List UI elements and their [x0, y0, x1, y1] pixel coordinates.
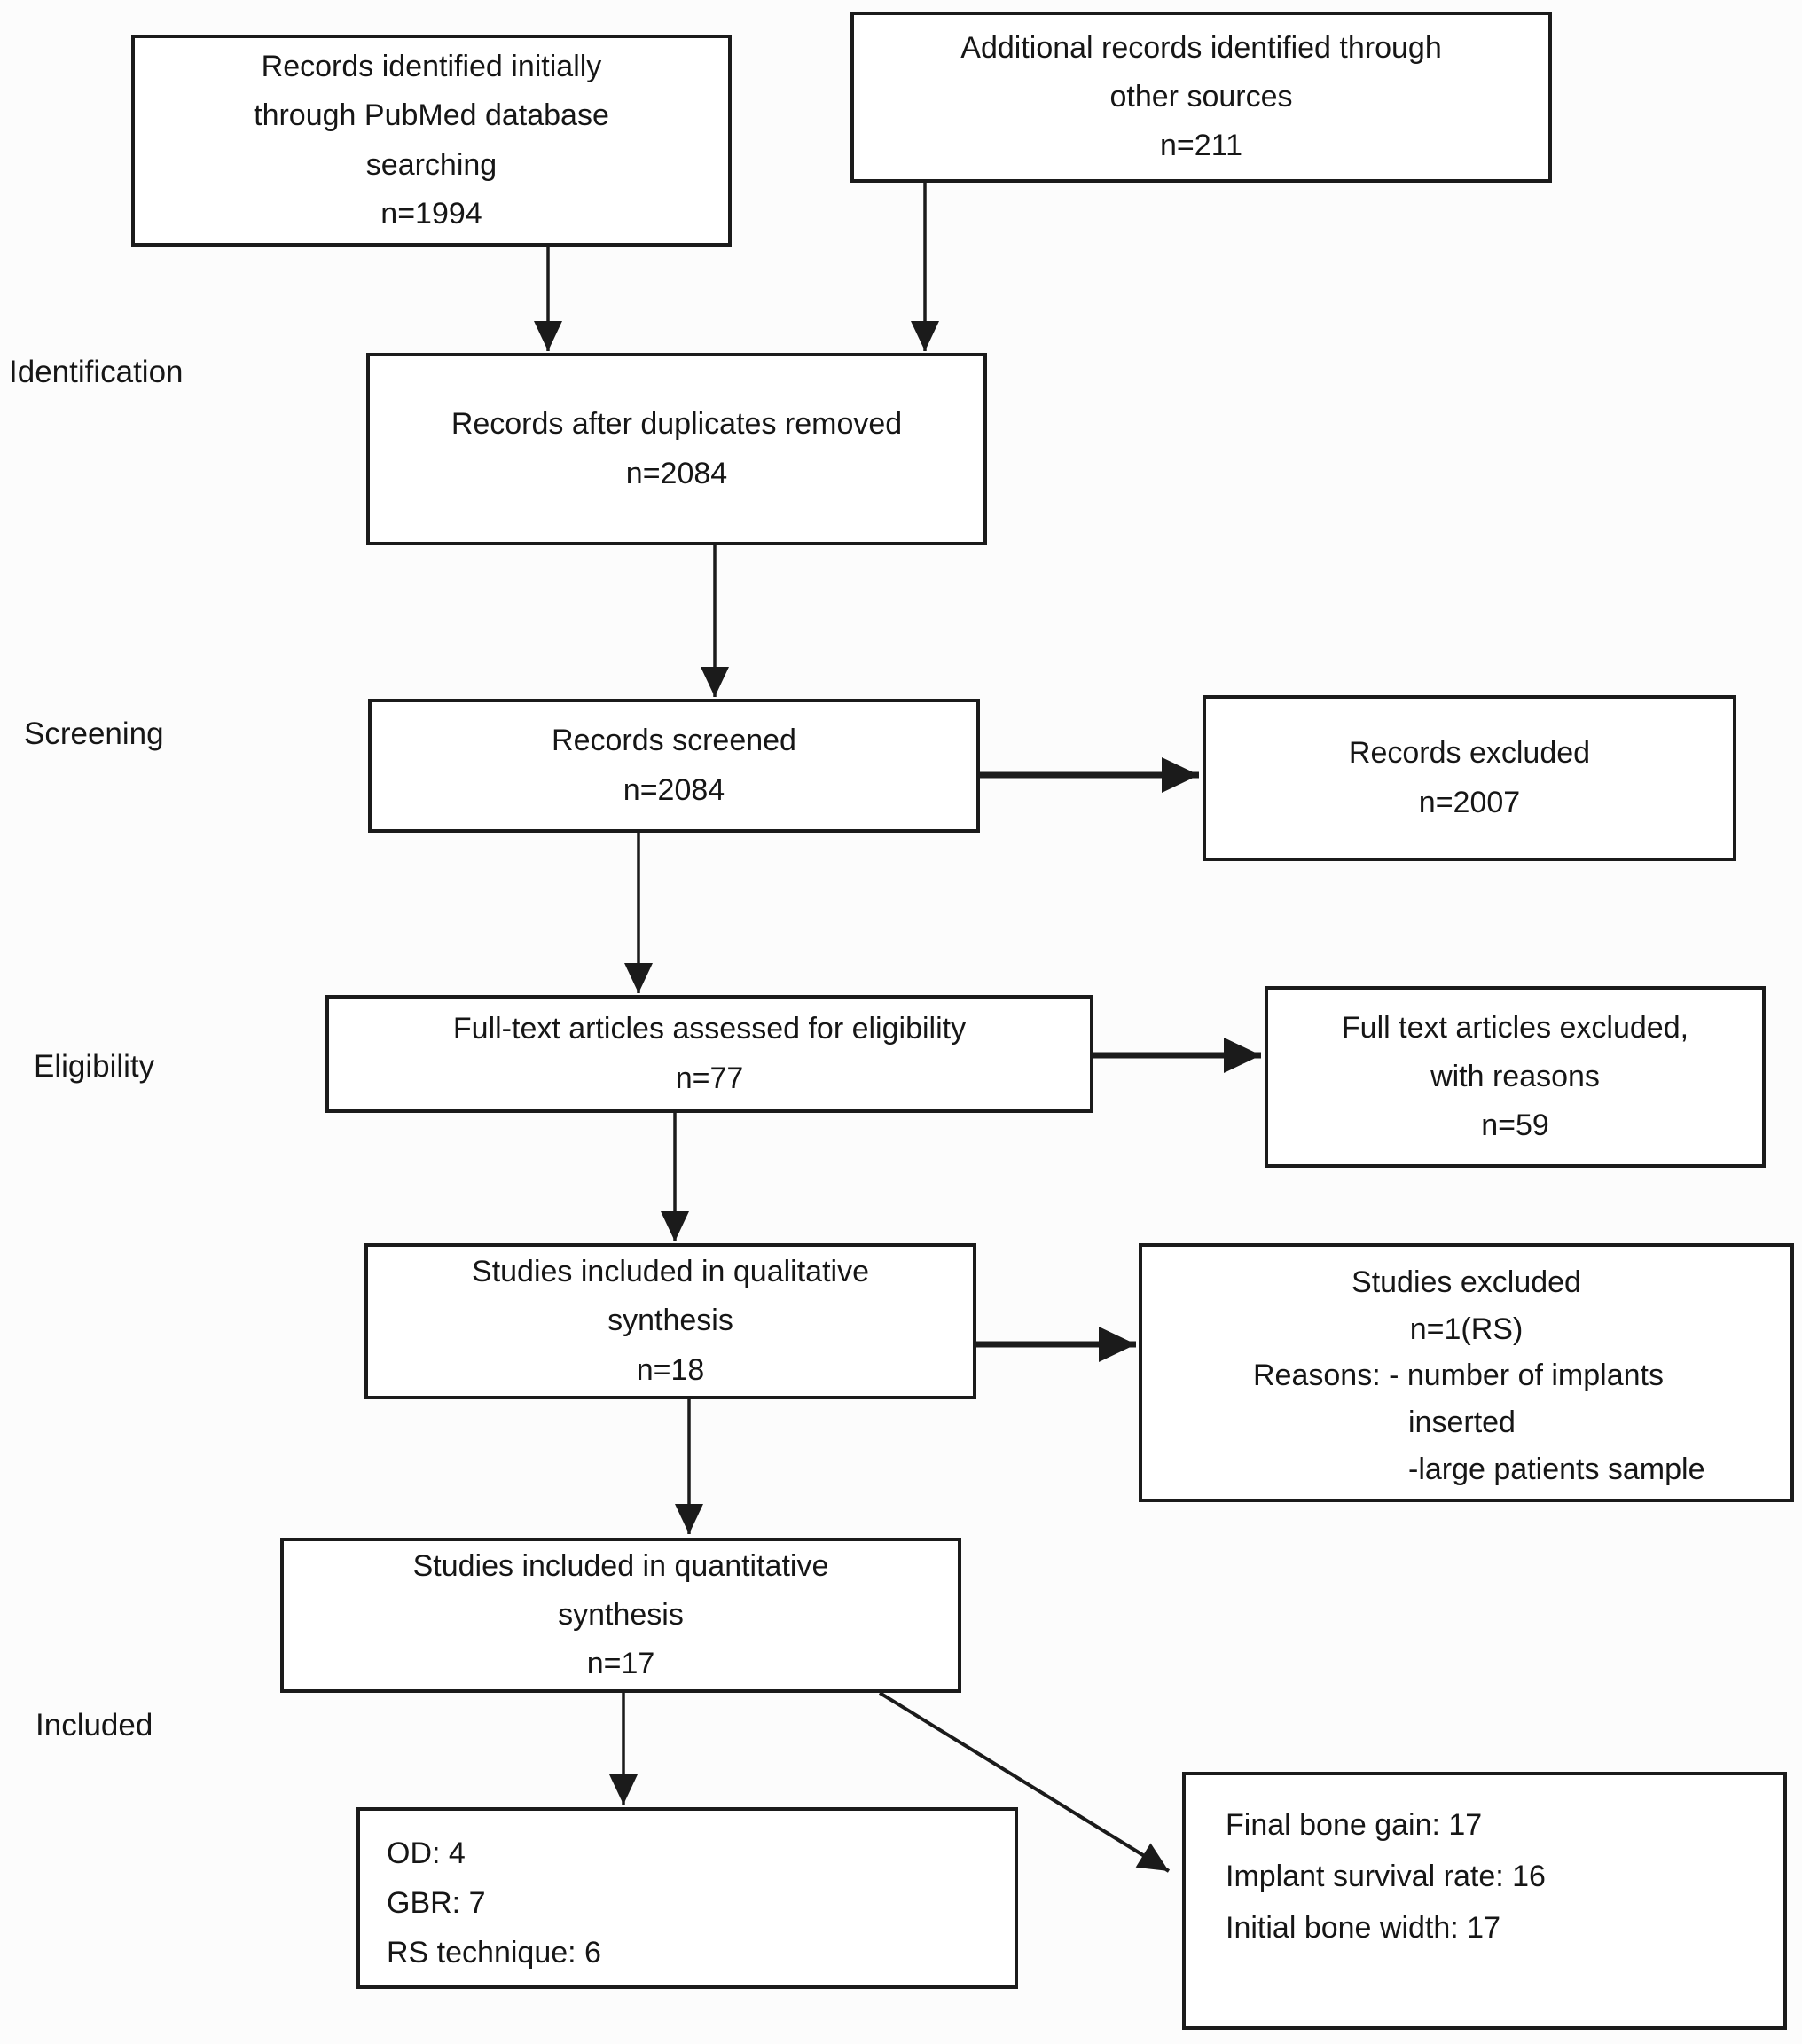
stage-label-eligibility: Eligibility: [34, 1049, 155, 1084]
box-count: n=17: [586, 1647, 655, 1681]
box-text-line: Additional records identified through: [960, 30, 1442, 65]
flow-box-records-excluded: Records excluded n=2007: [1203, 695, 1736, 861]
box-text-line: RS technique: 6: [387, 1936, 601, 1970]
box-count: n=2084: [623, 772, 725, 807]
box-text-line: with reasons: [1430, 1059, 1600, 1093]
box-text-line: inserted: [1408, 1406, 1516, 1440]
stage-label-identification: Identification: [9, 355, 184, 389]
box-count: n=211: [1160, 129, 1242, 163]
box-count: n=18: [636, 1352, 705, 1387]
flow-box-duplicates-removed: Records after duplicates removed n=2084: [366, 353, 987, 545]
flow-box-qualitative-synthesis: Studies included in qualitative synthesi…: [364, 1243, 976, 1399]
box-count: n=59: [1481, 1108, 1549, 1143]
box-text-line: Initial bone width: 17: [1226, 1910, 1500, 1945]
flow-box-quantitative-synthesis: Studies included in quantitative synthes…: [280, 1538, 961, 1693]
box-text-line: other sources: [1109, 79, 1293, 114]
flow-box-fulltext-excluded: Full text articles excluded, with reason…: [1265, 986, 1766, 1168]
flow-box-outcomes: Final bone gain: 17 Implant survival rat…: [1182, 1772, 1787, 2030]
box-text-line: searching: [365, 147, 498, 182]
box-text-line: through PubMed database: [254, 98, 609, 133]
box-count: n=1(RS): [1409, 1312, 1524, 1346]
box-text-line: Studies included in quantitative: [412, 1548, 829, 1583]
flow-box-techniques: OD: 4 GBR: 7 RS technique: 6: [356, 1807, 1018, 1989]
box-text-line: synthesis: [607, 1304, 733, 1338]
stage-label-included: Included: [35, 1708, 153, 1742]
flow-box-records-screened: Records screened n=2084: [368, 699, 980, 833]
box-text-line: Implant survival rate: 16: [1226, 1859, 1546, 1893]
flow-box-pubmed-records: Records identified initially through Pub…: [131, 35, 732, 247]
flow-box-other-sources: Additional records identified through ot…: [850, 12, 1552, 183]
box-text-line: Studies excluded: [1352, 1265, 1581, 1299]
box-text-line: -large patients sample: [1408, 1452, 1705, 1486]
box-text-line: OD: 4: [387, 1836, 466, 1870]
box-text-line: GBR: 7: [387, 1886, 486, 1921]
box-text-line: Full text articles excluded,: [1341, 1010, 1689, 1045]
box-text-line: synthesis: [558, 1597, 684, 1632]
box-text-line: Records after duplicates removed: [450, 407, 903, 442]
stage-label-screening: Screening: [24, 717, 164, 751]
flow-box-studies-excluded: Studies excluded n=1(RS) Reasons: - numb…: [1139, 1243, 1794, 1502]
box-text-line: Reasons: - number of implants: [1253, 1359, 1664, 1393]
box-text-line: Studies included in qualitative: [472, 1255, 869, 1289]
box-text-line: Records identified initially: [261, 50, 602, 84]
box-count: n=1994: [380, 196, 482, 231]
box-text-line: Records excluded: [1348, 736, 1591, 771]
flow-box-fulltext-assessed: Full-text articles assessed for eligibil…: [325, 995, 1093, 1113]
box-count: n=2084: [625, 456, 728, 490]
box-count: n=77: [675, 1061, 744, 1095]
box-text-line: Final bone gain: 17: [1226, 1808, 1483, 1842]
box-count: n=2007: [1418, 785, 1521, 819]
box-text-line: Records screened: [552, 724, 796, 758]
box-text-line: Full-text articles assessed for eligibil…: [452, 1012, 967, 1046]
